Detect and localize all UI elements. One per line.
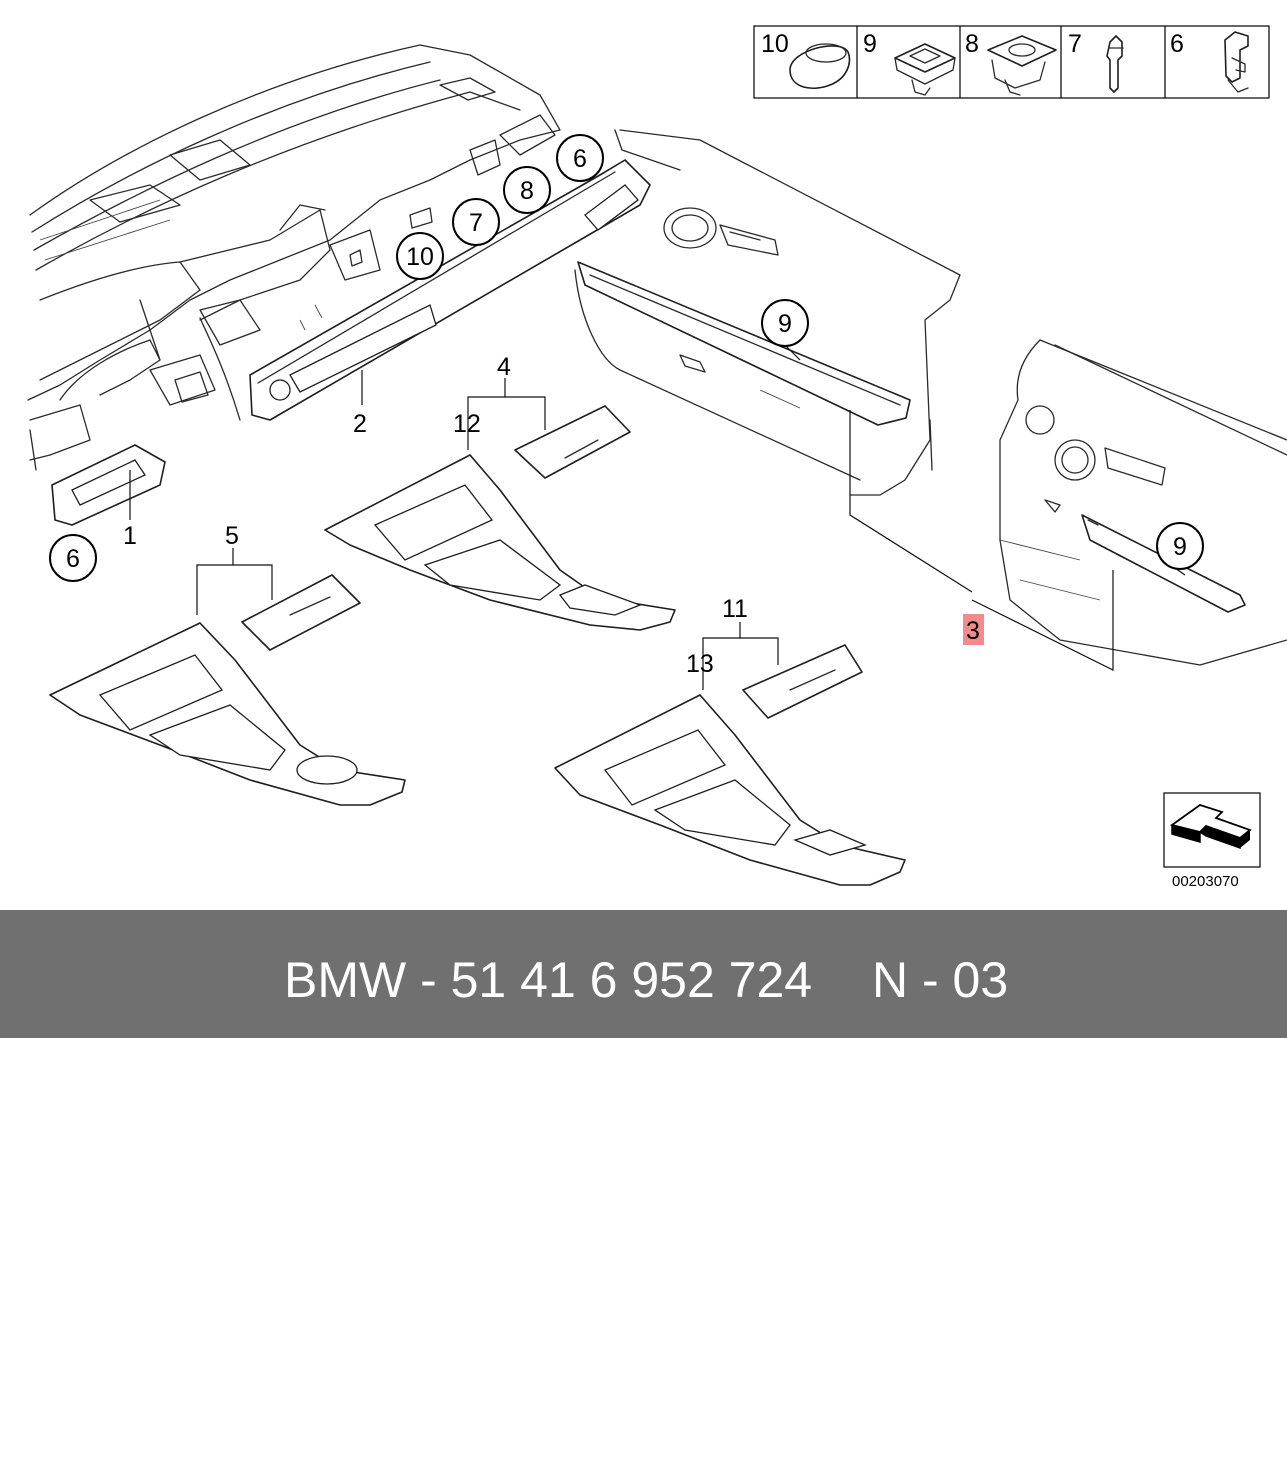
exploded-interior-trim-diagram: 1 2 3 4 5 11 12 13 10 7 8 6 9	[27, 25, 1287, 890]
part-13-console-trim	[554, 694, 906, 886]
callout-10: 10	[396, 232, 444, 280]
bracket-clip-icon	[1224, 31, 1249, 93]
callout-9-door-rear-label: 9	[1173, 533, 1187, 561]
callout-6-top: 6	[556, 134, 604, 182]
parts-diagram-page: { "diagram": { "callouts": { "circled_10…	[0, 25, 1287, 1038]
label-part-11: 11	[722, 595, 748, 623]
table-cell-7-label: 7	[1068, 30, 1082, 58]
footer-text-row: BMW - 51 41 6 952 724 N - 03	[0, 910, 1287, 1038]
reference-code: 00203070	[1172, 873, 1239, 890]
label-part-13: 13	[686, 650, 714, 678]
callout-10-label: 10	[406, 243, 434, 271]
label-part-12: 12	[453, 410, 481, 438]
direction-arrow-icon	[1169, 804, 1252, 850]
label-part-2: 2	[353, 410, 367, 438]
callout-9-door-front-label: 9	[778, 310, 792, 338]
door-panel-rear	[999, 339, 1287, 666]
part-4-storage-cover	[514, 405, 631, 479]
table-cell-9-label: 9	[863, 30, 877, 58]
footer-part-number: BMW - 51 41 6 952 724	[284, 952, 813, 1008]
orientation-arrow-box	[1163, 792, 1261, 868]
pin-fastener-icon	[1106, 35, 1124, 93]
part-5-storage-cover	[241, 574, 361, 651]
fastener-table: 10 9 8 7 6	[753, 25, 1270, 99]
part-11-storage-cover	[742, 644, 863, 719]
callout-7: 7	[452, 198, 500, 246]
callout-8-label: 8	[520, 177, 534, 205]
part-2-dash-trim-strip	[249, 159, 651, 421]
callout-6-top-label: 6	[573, 145, 587, 173]
part-1-side-trim	[51, 444, 166, 526]
door-clip-icon	[894, 43, 956, 96]
label-part-3: 3	[966, 617, 980, 645]
table-cell-10-label: 10	[761, 30, 789, 58]
callout-6-left-label: 6	[66, 545, 80, 573]
callout-8: 8	[503, 166, 551, 214]
label-part-1: 1	[123, 522, 137, 550]
expanding-clip-icon	[987, 35, 1057, 96]
table-cell-8-label: 8	[965, 30, 979, 58]
footer-bar: BMW - 51 41 6 952 724 N - 03	[0, 910, 1287, 1038]
footer-sheet-code: N - 03	[872, 952, 1009, 1008]
part-number-labels: 1 2 3 4 5 11 12 13	[123, 353, 984, 678]
label-part-4: 4	[497, 353, 511, 381]
label-part-5: 5	[225, 522, 239, 550]
plug-cap-icon	[789, 43, 851, 89]
callout-7-label: 7	[469, 209, 483, 237]
label-part-3-highlight	[963, 614, 984, 645]
part-5-console-trim	[49, 622, 406, 806]
part-12-console-trim	[324, 454, 676, 631]
circled-callouts: 10 7 8 6 9 9 6	[49, 134, 1204, 582]
callout-9-door-rear: 9	[1156, 522, 1204, 570]
door-panel-front	[574, 129, 961, 496]
dashboard-drawing	[27, 44, 561, 471]
callout-9-door-front: 9	[761, 299, 809, 347]
leader-lines	[129, 344, 1186, 690]
callout-6-left: 6	[49, 534, 97, 582]
table-cell-6-label: 6	[1170, 30, 1184, 58]
